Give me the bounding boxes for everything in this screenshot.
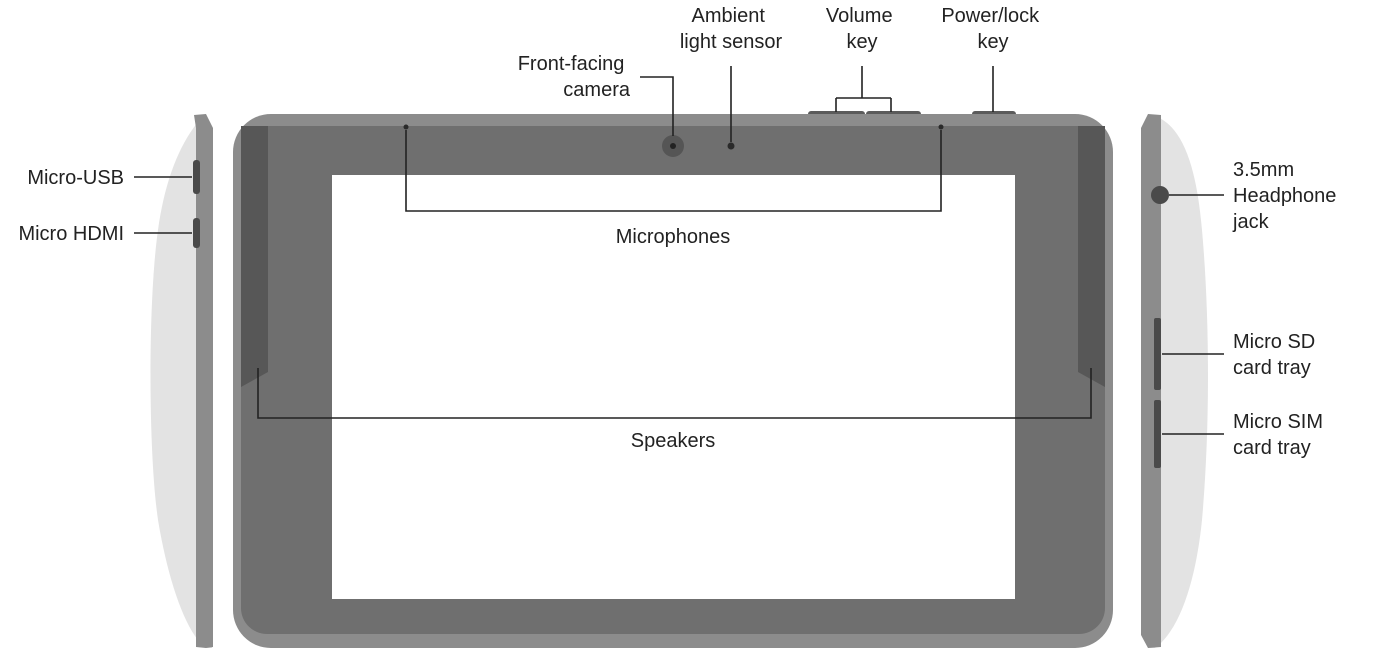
right-side-edge [1141,114,1161,648]
volume-key-leader [835,66,892,112]
micro-sim-tray-slot [1154,400,1161,468]
front-camera-dot [670,143,676,149]
micro-usb-label: Micro-USB [27,167,124,189]
ambient-light-label: Ambient light sensor [680,5,783,53]
micro-hdmi-label: Micro HDMI [18,223,124,245]
right-side-body [1148,114,1208,648]
micro-usb-port [193,160,200,194]
callout-lines [134,66,1224,435]
power-lock-key-label: Power/lock key [941,5,1044,53]
left-speaker-grille [241,126,268,387]
ambient-light-sensor-dot [727,142,735,150]
speakers-label: Speakers [631,430,716,452]
right-side-view [1141,114,1208,648]
microphone-left-dot [403,124,409,130]
right-speaker-grille [1078,126,1105,387]
speakers-bracket [257,368,1092,419]
micro-sd-label: Micro SD card tray [1233,331,1321,379]
micro-hdmi-port [193,218,200,248]
left-side-view [150,114,213,648]
front-camera-label: Front-facing camera [518,53,631,101]
front-camera-leader [640,76,674,136]
left-side-edge [194,114,213,648]
micro-sim-label: Micro SIM card tray [1233,411,1329,459]
headphone-jack-label: 3.5mm Headphone jack [1232,159,1342,233]
microphones-bracket [405,130,942,212]
micro-sd-tray-slot [1154,318,1161,390]
tablet-screen [332,175,1015,599]
labels: Front-facing camera Ambient light sensor… [18,5,1342,459]
volume-key-label: Volume key [826,5,898,53]
microphones-label: Microphones [616,226,731,248]
headphone-jack-hole [1151,186,1169,204]
microphone-right-dot [938,124,944,130]
tablet-front [233,111,1113,648]
